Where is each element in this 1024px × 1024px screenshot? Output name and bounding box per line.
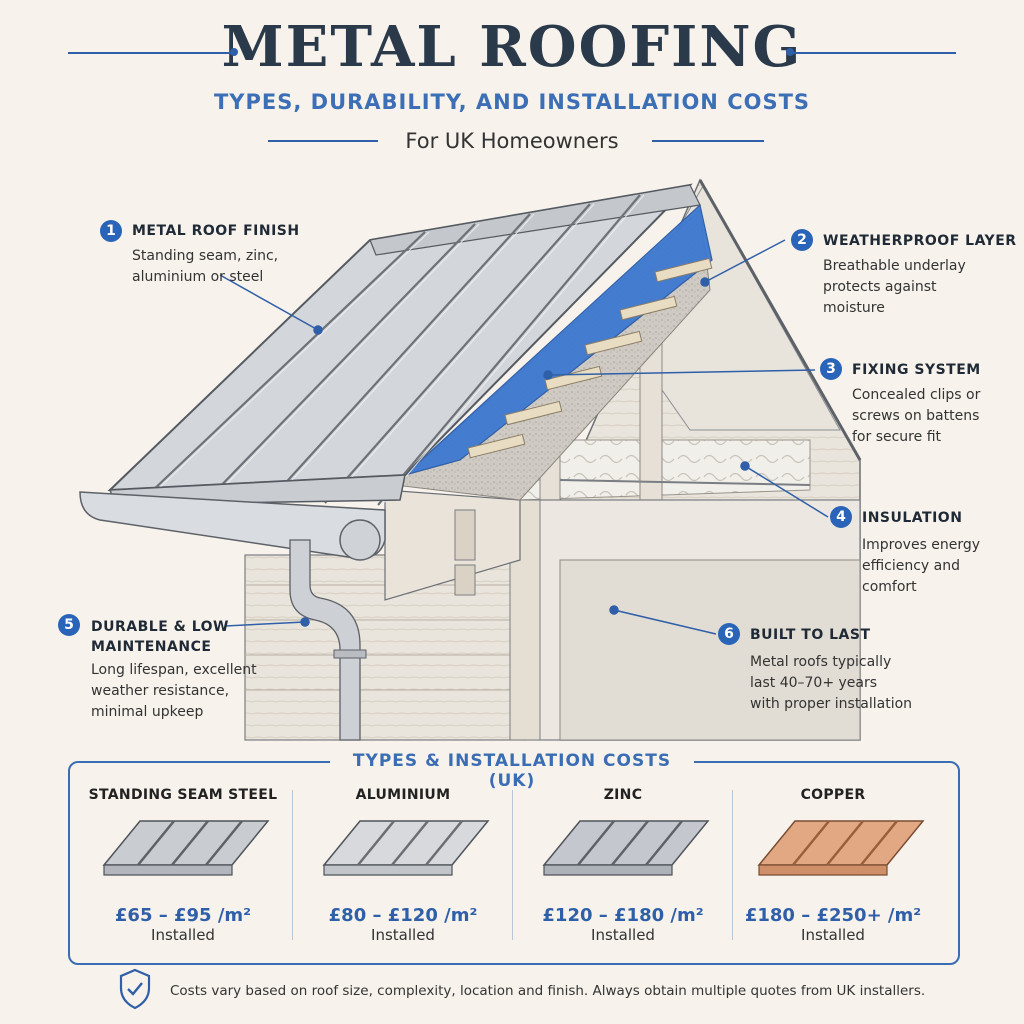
cost-type-card: ALUMINIUM bbox=[292, 787, 514, 803]
callout-6-badge: 6 bbox=[718, 623, 740, 645]
costs-panel-title: TYPES & INSTALLATION COSTS (UK) bbox=[330, 751, 694, 791]
callout-2-title: WEATHERPROOF LAYER bbox=[823, 233, 1017, 249]
cost-type-price: £80 – £120 /m² bbox=[328, 905, 478, 926]
copper-panel-swatch bbox=[757, 820, 925, 876]
cost-disclaimer: Costs vary based on roof size, complexit… bbox=[170, 983, 926, 999]
callout-1-title: METAL ROOF FINISH bbox=[132, 223, 300, 239]
callout-1-badge: 1 bbox=[100, 220, 122, 242]
zinc-panel-swatch bbox=[542, 820, 710, 876]
fascia-board bbox=[384, 489, 521, 601]
cost-type-note: Installed bbox=[591, 926, 655, 944]
roof-battens bbox=[467, 257, 713, 459]
column-divider bbox=[512, 790, 513, 940]
callout-1-desc: Standing seam, zinc,aluminium or steel bbox=[132, 248, 279, 285]
cost-type-price: £180 – £250+ /m² bbox=[744, 905, 922, 926]
callout-4-title: INSULATION bbox=[862, 510, 963, 526]
cost-type-price-block: £180 – £250+ /m² Installed bbox=[722, 905, 944, 944]
cost-type-name: STANDING SEAM STEEL bbox=[88, 787, 278, 803]
cost-type-note: Installed bbox=[801, 926, 865, 944]
page-tagline: For UK Homeowners bbox=[405, 129, 619, 153]
page-subtitle: TYPES, DURABILITY, AND INSTALLATION COST… bbox=[213, 90, 811, 114]
column-divider bbox=[292, 790, 293, 940]
tagline-rule-left bbox=[268, 140, 378, 142]
aluminium-panel-swatch bbox=[322, 820, 490, 876]
callout-4-badge: 4 bbox=[830, 506, 852, 528]
title-rule-left bbox=[68, 52, 234, 54]
tagline-rule-right bbox=[652, 140, 764, 142]
title-rule-right bbox=[790, 52, 956, 54]
cost-type-price: £65 – £95 /m² bbox=[114, 905, 252, 926]
cost-type-name: COPPER bbox=[800, 787, 866, 803]
cost-type-note: Installed bbox=[371, 926, 435, 944]
cost-type-price: £120 – £180 /m² bbox=[542, 905, 704, 926]
title-rule-left-dot bbox=[230, 48, 238, 56]
cost-type-card: COPPER bbox=[722, 787, 944, 803]
column-divider bbox=[732, 790, 733, 940]
callout-6-title: BUILT TO LAST bbox=[750, 627, 871, 643]
weatherproof-membrane bbox=[404, 203, 713, 476]
cost-type-card: STANDING SEAM STEEL bbox=[72, 787, 294, 803]
cost-type-card: ZINC bbox=[512, 787, 734, 803]
callout-leaders bbox=[219, 239, 829, 635]
gutter-and-downpipe bbox=[79, 491, 386, 741]
callout-3-title: FIXING SYSTEM bbox=[852, 362, 981, 378]
callout-2-badge: 2 bbox=[791, 229, 813, 251]
cost-type-name: ZINC bbox=[603, 787, 643, 803]
metal-roof-panels bbox=[107, 183, 701, 506]
callout-5-badge: 5 bbox=[58, 614, 80, 636]
callout-3-badge: 3 bbox=[820, 358, 842, 380]
cost-type-price-block: £120 – £180 /m² Installed bbox=[512, 905, 734, 944]
cost-type-price-block: £65 – £95 /m² Installed bbox=[72, 905, 294, 944]
cost-type-note: Installed bbox=[151, 926, 215, 944]
cost-type-price-block: £80 – £120 /m² Installed bbox=[292, 905, 514, 944]
shield-check-icon bbox=[119, 968, 151, 1010]
steel-panel-swatch bbox=[102, 820, 270, 876]
cost-type-name: ALUMINIUM bbox=[355, 787, 451, 803]
page-title: METAL ROOFING bbox=[221, 14, 803, 80]
